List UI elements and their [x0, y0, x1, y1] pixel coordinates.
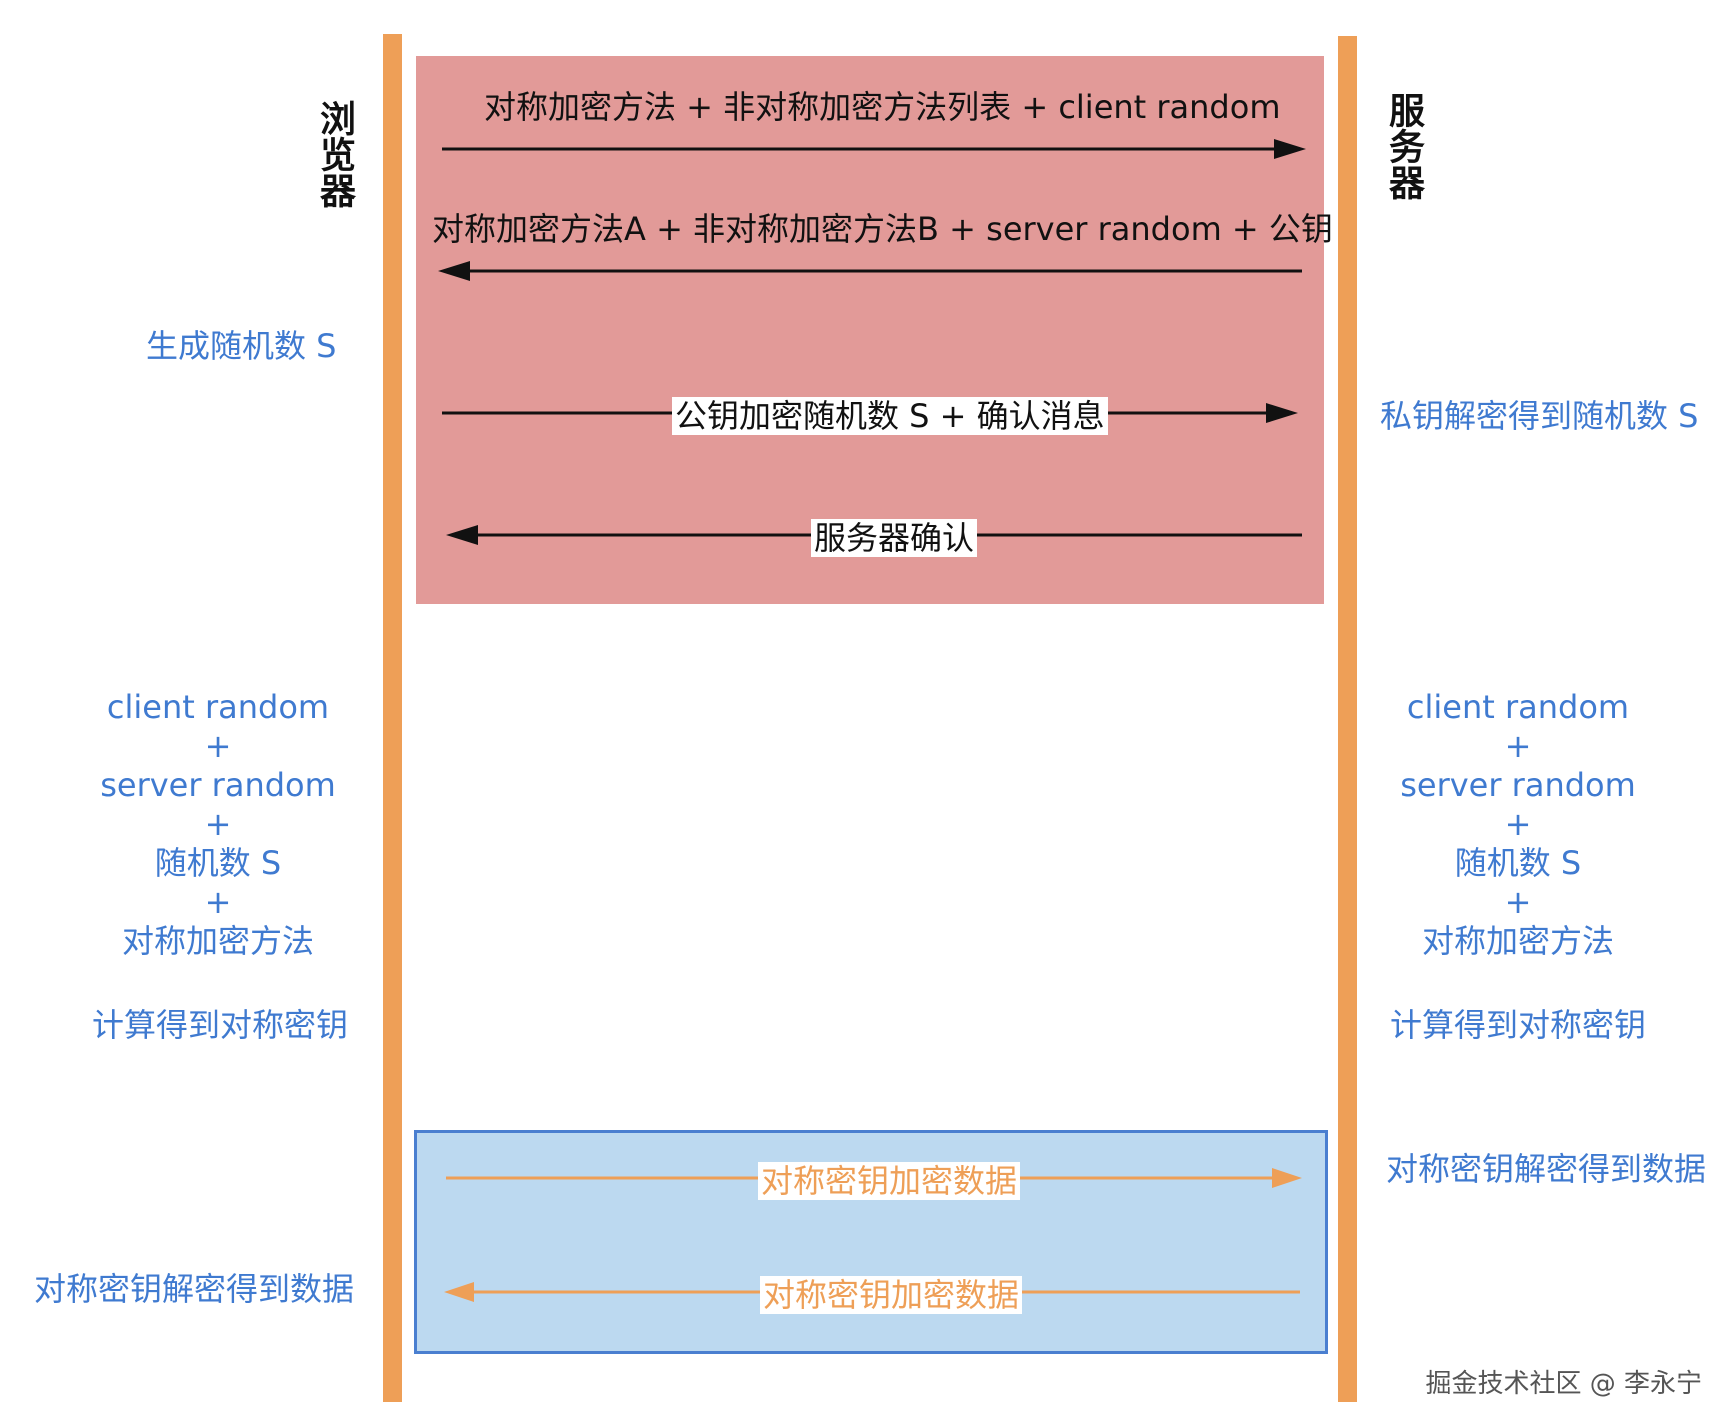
server-note-compute-key: 计算得到对称密钥	[1390, 1006, 1647, 1044]
browser-lifeline	[383, 34, 402, 1402]
message-label-4: 服务器确认	[811, 519, 978, 557]
browser-key-input-4: +	[204, 805, 232, 843]
server-key-input-5: 随机数 S	[1454, 844, 1582, 882]
browser-note-compute-key: 计算得到对称密钥	[92, 1006, 349, 1044]
server-key-input-2: +	[1504, 727, 1532, 765]
server-actor-label: 服务器	[1383, 92, 1424, 200]
server-note-decrypt-random: 私钥解密得到随机数 S	[1380, 397, 1699, 435]
handshake-phase-box	[416, 56, 1324, 604]
server-key-input-7: 对称加密方法	[1421, 922, 1614, 960]
server-key-input-6: +	[1504, 883, 1532, 921]
server-key-input-1: client random	[1406, 688, 1630, 726]
message-label-1: 对称加密方法 + 非对称加密方法列表 + client random	[484, 88, 1281, 126]
browser-key-input-5: 随机数 S	[154, 844, 282, 882]
server-lifeline	[1338, 36, 1357, 1402]
server-note-decrypt-data: 对称密钥解密得到数据	[1386, 1150, 1707, 1188]
message-label-6: 对称密钥加密数据	[760, 1276, 1023, 1314]
server-key-input-3: server random	[1400, 766, 1636, 804]
browser-key-input-6: +	[204, 883, 232, 921]
browser-note-key-inputs: client random + server random + 随机数 S + …	[68, 688, 368, 961]
browser-note-generate-random: 生成随机数 S	[146, 327, 337, 365]
watermark: 掘金技术社区 @ 李永宁	[1425, 1369, 1702, 1399]
browser-key-input-3: server random	[100, 766, 336, 804]
message-label-5: 对称密钥加密数据	[758, 1162, 1021, 1200]
message-label-3: 公钥加密随机数 S + 确认消息	[672, 397, 1108, 435]
browser-note-decrypt-data: 对称密钥解密得到数据	[34, 1270, 355, 1308]
message-label-2: 对称加密方法A + 非对称加密方法B + server random + 公钥	[432, 210, 1333, 248]
browser-key-input-1: client random	[106, 688, 330, 726]
browser-key-input-2: +	[204, 727, 232, 765]
server-note-key-inputs: client random + server random + 随机数 S + …	[1368, 688, 1668, 961]
server-key-input-4: +	[1504, 805, 1532, 843]
browser-actor-label: 浏览器	[314, 100, 355, 208]
browser-key-input-7: 对称加密方法	[121, 922, 314, 960]
